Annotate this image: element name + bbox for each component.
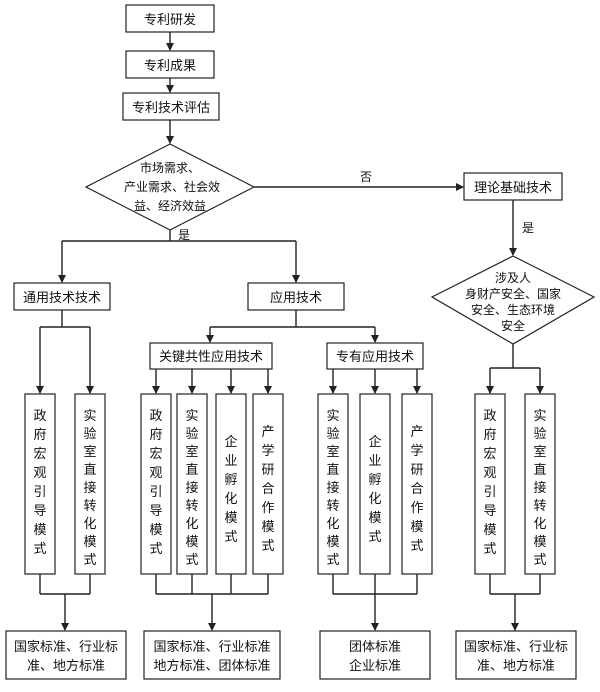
node-theory-tech-label: 理论基础技术 — [474, 181, 552, 196]
mode-iur-prop: 产学研合作模式 — [401, 393, 433, 575]
mode-incubate-prop-label: 企业孵化模式 — [368, 434, 381, 545]
node-patent-rd: 专利研发 — [125, 4, 215, 33]
decision-safety-line-3: 安全、生态环境 — [471, 302, 555, 317]
mode-iur-kc: 产学研合作模式 — [252, 393, 284, 575]
mode-iur-prop-label: 产学研合作模式 — [410, 425, 423, 554]
node-patent-results: 专利成果 — [125, 50, 215, 79]
mode-gov-kc: 政府宏观引导模式 — [140, 393, 172, 575]
mode-gov-safety-label: 政府宏观引导模式 — [483, 409, 496, 557]
decision-market-line-2: 产业需求、社会效 — [124, 179, 220, 194]
node-patent-eval-label: 专利技术评估 — [132, 101, 210, 116]
standards-4-line-2: 准、地方标准 — [477, 658, 555, 674]
node-general-tech-label: 通用技术技术 — [23, 291, 101, 306]
decision-safety: 涉及人 身财产安全、国家 安全、生态环境 安全 — [430, 255, 596, 345]
node-patent-eval: 专利技术评估 — [122, 92, 220, 121]
mode-lab-prop-label: 实验室直接转化模式 — [326, 409, 339, 568]
mode-lab-general: 实验室直接转化模式 — [74, 393, 106, 575]
mode-lab-safety-label: 实验室直接转化模式 — [533, 409, 546, 568]
standards-4-line-1: 国家标准、行业标 — [464, 639, 568, 655]
mode-gov-kc-label: 政府宏观引导模式 — [149, 409, 162, 557]
standards-box-3: 团体标准 企业标准 — [319, 630, 431, 680]
decision-safety-line-1: 涉及人 — [495, 271, 531, 285]
label-no: 否 — [360, 170, 372, 184]
decision-market-line-1: 市场需求、 — [140, 160, 200, 175]
standards-2-line-2: 地方标准、团体标准 — [153, 658, 270, 674]
mode-lab-prop: 实验室直接转化模式 — [317, 393, 349, 575]
mode-lab-kc-label: 实验室直接转化模式 — [185, 409, 198, 568]
node-patent-results-label: 专利成果 — [144, 59, 196, 74]
node-proprietary-label: 专有应用技术 — [336, 349, 414, 365]
node-general-tech: 通用技术技术 — [13, 282, 111, 311]
standards-box-1: 国家标准、行业标 准、地方标准 — [5, 630, 127, 680]
standards-box-4: 国家标准、行业标 准、地方标准 — [455, 630, 577, 680]
mode-incubate-prop: 企业孵化模式 — [359, 393, 391, 575]
mode-gov-general-label: 政府宏观引导模式 — [33, 409, 46, 557]
node-proprietary: 专有应用技术 — [326, 342, 424, 370]
mode-gov-general: 政府宏观引导模式 — [24, 393, 56, 575]
node-applied-tech: 应用技术 — [247, 282, 345, 311]
mode-incubate-kc-label: 企业孵化模式 — [224, 434, 237, 545]
mode-lab-kc: 实验室直接转化模式 — [176, 393, 208, 575]
node-patent-rd-label: 专利研发 — [144, 12, 196, 28]
node-key-common-label: 关键共性应用技术 — [159, 349, 263, 365]
standards-2-line-1: 国家标准、行业标准 — [153, 639, 270, 655]
decision-safety-line-4: 安全 — [501, 318, 525, 333]
node-applied-tech-label: 应用技术 — [270, 290, 322, 306]
mode-iur-kc-label: 产学研合作模式 — [261, 425, 274, 554]
standards-3-line-1: 团体标准 — [349, 640, 401, 655]
standards-box-2: 国家标准、行业标准 地方标准、团体标准 — [143, 630, 281, 680]
mode-lab-safety: 实验室直接转化模式 — [524, 393, 556, 575]
standards-1-line-2: 准、地方标准 — [27, 658, 105, 674]
node-key-common: 关键共性应用技术 — [149, 342, 273, 370]
decision-market-line-3: 益、经济效益 — [134, 198, 206, 213]
standards-3-line-2: 企业标准 — [349, 658, 401, 674]
mode-gov-safety: 政府宏观引导模式 — [474, 393, 506, 575]
mode-lab-general-label: 实验室直接转化模式 — [83, 409, 96, 568]
label-yes-1: 是 — [178, 228, 190, 242]
standards-1-line-1: 国家标准、行业标 — [14, 639, 118, 655]
label-yes-2: 是 — [522, 221, 534, 235]
decision-safety-line-2: 身财产安全、国家 — [465, 286, 561, 301]
mode-incubate-kc: 企业孵化模式 — [215, 393, 247, 575]
decision-market-needs: 市场需求、 产业需求、社会效 益、经济效益 — [84, 143, 256, 231]
node-theory-tech: 理论基础技术 — [463, 172, 563, 201]
